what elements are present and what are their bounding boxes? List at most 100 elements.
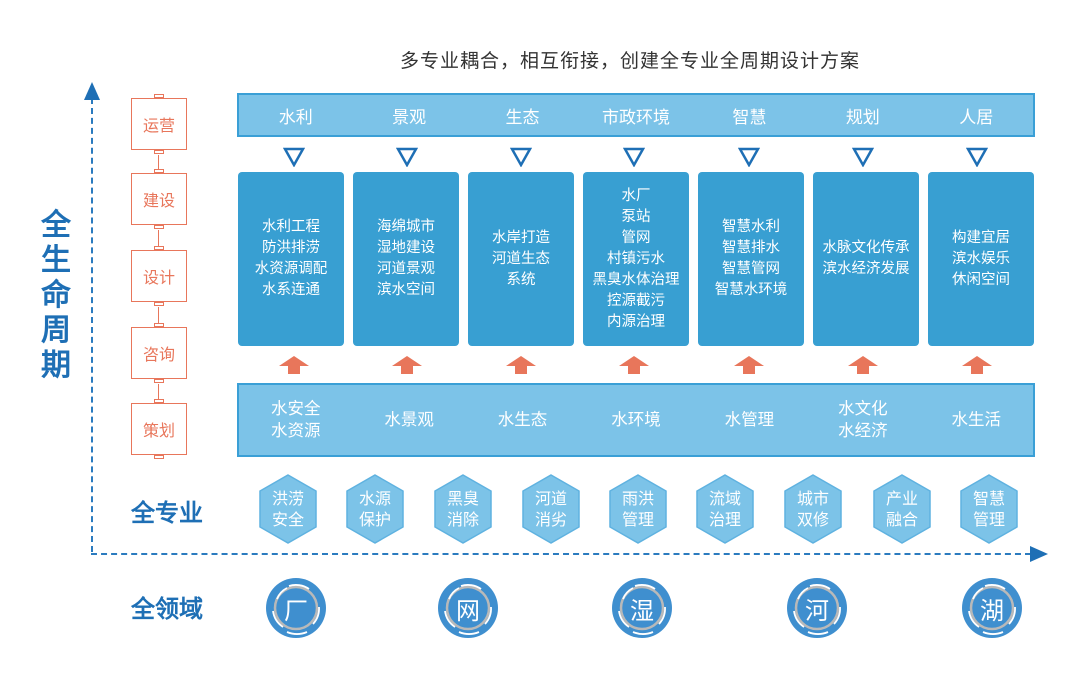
stage-label: 咨询 — [142, 345, 175, 364]
theme-cell: 水文化 水经济 — [806, 385, 919, 455]
stage-label: 设计 — [142, 268, 175, 287]
detail-item: 防洪排涝 — [262, 240, 320, 256]
specialty-hexagon: 水源保护 — [345, 474, 405, 544]
theme-text: 水景观 — [384, 410, 434, 429]
water-theme-bar: 水安全 水资源 水景观 水生态 水环境 水管理 水文化 水经济 水生活 — [237, 383, 1035, 457]
theme-text: 水环境 — [611, 410, 661, 429]
detail-item: 构建宜居 — [952, 229, 1010, 246]
detail-item: 智慧排水 — [722, 240, 780, 256]
detail-item: 智慧管网 — [722, 261, 780, 277]
specialty-hexagon: 洪涝安全 — [258, 474, 318, 544]
domain-badge: 湿 — [611, 577, 673, 639]
detail-item: 河道生态 — [492, 250, 550, 267]
specialty-line: 洪涝 — [271, 489, 304, 508]
arrow-right-icon — [1030, 546, 1048, 562]
lifecycle-char: 期 — [41, 348, 71, 383]
detail-item: 智慧水环境 — [714, 282, 788, 298]
specialty-line: 智慧 — [972, 489, 1005, 508]
stage-label: 运营 — [142, 116, 175, 135]
discipline-bar: 水利 景观 生态 市政环境 智慧 规划 人居 — [237, 93, 1035, 137]
detail-item: 村镇污水 — [607, 250, 665, 267]
specialty-line: 保护 — [358, 510, 391, 529]
specialty-line: 雨洪 — [621, 489, 654, 508]
stage-design: 设计 — [131, 246, 187, 306]
specialty-hexagon: 产业融合 — [872, 474, 932, 544]
domain-axis-line — [91, 553, 1031, 555]
arrow-up-icon — [84, 82, 100, 100]
lifecycle-label: 全 生 命 周 期 — [36, 208, 76, 383]
domain-char: 厂 — [284, 596, 308, 625]
stage-connector — [158, 384, 159, 403]
specialty-text: 城市双修 — [783, 474, 843, 544]
stage-label: 建设 — [142, 191, 175, 210]
theme-cell: 水管理 — [693, 385, 806, 455]
all-specialties-label: 全专业 — [131, 499, 203, 527]
specialty-hexagon: 黑臭消除 — [433, 474, 493, 544]
stage-label: 策划 — [142, 421, 175, 440]
stage-consulting: 咨询 — [131, 323, 187, 383]
detail-box: 水厂 泵站 管网 村镇污水 黑臭水体治理 控源截污 内源治理 — [583, 172, 689, 346]
specialty-hexagon: 智慧管理 — [959, 474, 1019, 544]
detail-box: 智慧水利 智慧排水 智慧管网 智慧水环境 — [698, 172, 804, 346]
theme-cell: 水环境 — [579, 385, 692, 455]
discipline-municipal: 市政环境 — [601, 107, 670, 128]
detail-box: 水岸打造 河道生态 系统 — [468, 172, 574, 346]
specialty-hexagon: 城市双修 — [783, 474, 843, 544]
stage-connector — [158, 230, 159, 250]
up-arrow-icon — [962, 356, 992, 378]
specialty-line: 消除 — [446, 510, 479, 529]
detail-item: 泵站 — [621, 208, 651, 225]
domain-badge: 湖 — [961, 577, 1023, 639]
lifecycle-char: 全 — [41, 208, 71, 243]
detail-box: 水脉文化传承 滨水经济发展 — [813, 172, 919, 346]
domain-char: 河 — [805, 596, 829, 625]
theme-cell: 水安全 水资源 — [239, 385, 352, 455]
detail-box: 构建宜居 滨水娱乐 休闲空间 — [928, 172, 1034, 346]
theme-text: 水经济 — [838, 421, 888, 440]
stage-connector — [158, 307, 159, 327]
theme-text: 水管理 — [724, 410, 775, 429]
specialty-line: 城市 — [796, 489, 829, 508]
specialty-text: 智慧管理 — [959, 474, 1019, 544]
detail-box: 水利工程 防洪排涝 水资源调配 水系连通 — [238, 172, 344, 346]
domain-char: 湖 — [980, 596, 1004, 625]
detail-item: 黑臭水体治理 — [592, 271, 680, 288]
detail-box: 海绵城市 湿地建设 河道景观 滨水空间 — [353, 172, 459, 346]
up-arrow-icon — [734, 356, 764, 378]
specialty-line: 产业 — [885, 489, 918, 508]
detail-item: 水脉文化传承 — [822, 240, 910, 256]
domain-badge: 厂 — [265, 577, 327, 639]
specialty-line: 黑臭 — [446, 489, 479, 508]
stage-construction: 建设 — [131, 169, 187, 229]
domain-badge: 河 — [786, 577, 848, 639]
domain-badge: 网 — [437, 577, 499, 639]
specialty-text: 流域治理 — [695, 474, 755, 544]
stage-connector — [158, 155, 159, 173]
detail-item: 智慧水利 — [722, 219, 780, 235]
detail-item: 滨水空间 — [377, 282, 435, 298]
detail-item: 水资源调配 — [254, 261, 328, 277]
specialty-line: 水源 — [358, 489, 391, 508]
detail-item: 内源治理 — [607, 313, 665, 330]
detail-item: 滨水经济发展 — [822, 261, 910, 277]
lifecycle-char: 生 — [41, 243, 71, 278]
theme-cell: 水景观 — [352, 385, 465, 455]
up-arrow-icon — [392, 356, 422, 378]
specialty-line: 河道 — [534, 489, 567, 508]
detail-item: 水系连通 — [262, 282, 320, 298]
domain-char: 网 — [456, 596, 480, 625]
specialty-text: 产业融合 — [872, 474, 932, 544]
discipline-ecology: 生态 — [505, 107, 540, 128]
specialty-line: 融合 — [885, 510, 918, 529]
discipline-water-conservancy: 水利 — [278, 107, 313, 128]
up-arrow-icon — [506, 356, 536, 378]
specialty-line: 双修 — [796, 510, 829, 529]
specialty-line: 管理 — [621, 510, 654, 529]
discipline-living: 人居 — [959, 107, 994, 128]
specialty-line: 治理 — [708, 510, 741, 529]
detail-item: 海绵城市 — [377, 219, 435, 235]
detail-item: 系统 — [506, 271, 536, 288]
lifecycle-axis-line — [91, 98, 93, 552]
theme-cell: 水生活 — [920, 385, 1033, 455]
specialty-hexagon: 雨洪管理 — [608, 474, 668, 544]
